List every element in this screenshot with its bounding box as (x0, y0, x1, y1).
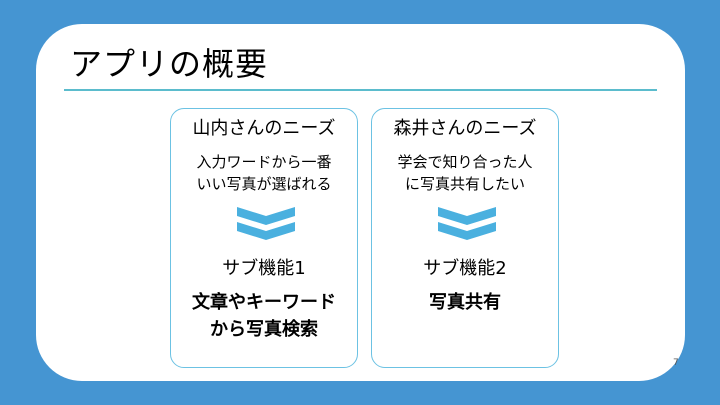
feature-description: 写真共有 (372, 289, 558, 316)
card-heading: 森井さんのニーズ (393, 118, 537, 139)
double-chevron-down-icon (237, 207, 295, 240)
need-line: 入力ワードから一番 (196, 153, 332, 171)
feature-line: 文章やキーワード (192, 292, 336, 313)
double-chevron-down-icon (438, 207, 496, 240)
feature-label: サブ機能2 (423, 258, 507, 279)
needs-card-morii: 森井さんのニーズ 学会で知り合った人 に写真共有したい サブ機能2 写真共有 (371, 108, 559, 368)
need-line: に写真共有したい (404, 175, 525, 193)
need-line: いい写真が選ばれる (196, 175, 332, 193)
need-line: 学会で知り合った人 (397, 153, 533, 171)
needs-card-yamauchi: 山内さんのニーズ 入力ワードから一番 いい写真が選ばれる サブ機能1 文章やキー… (170, 108, 358, 368)
title-divider (64, 89, 657, 91)
need-description: 入力ワードから一番 いい写真が選ばれる (171, 151, 357, 195)
slide: アプリの概要 山内さんのニーズ 入力ワードから一番 いい写真が選ばれる サブ機能… (36, 24, 685, 381)
need-description: 学会で知り合った人 に写真共有したい (372, 151, 558, 195)
feature-description: 文章やキーワード から写真検索 (171, 289, 357, 343)
page-number: 7 (673, 358, 679, 368)
feature-line: 写真共有 (429, 292, 501, 313)
feature-line: から写真検索 (210, 319, 318, 340)
slide-title: アプリの概要 (70, 45, 269, 83)
card-heading: 山内さんのニーズ (192, 118, 336, 139)
feature-label: サブ機能1 (222, 258, 306, 279)
